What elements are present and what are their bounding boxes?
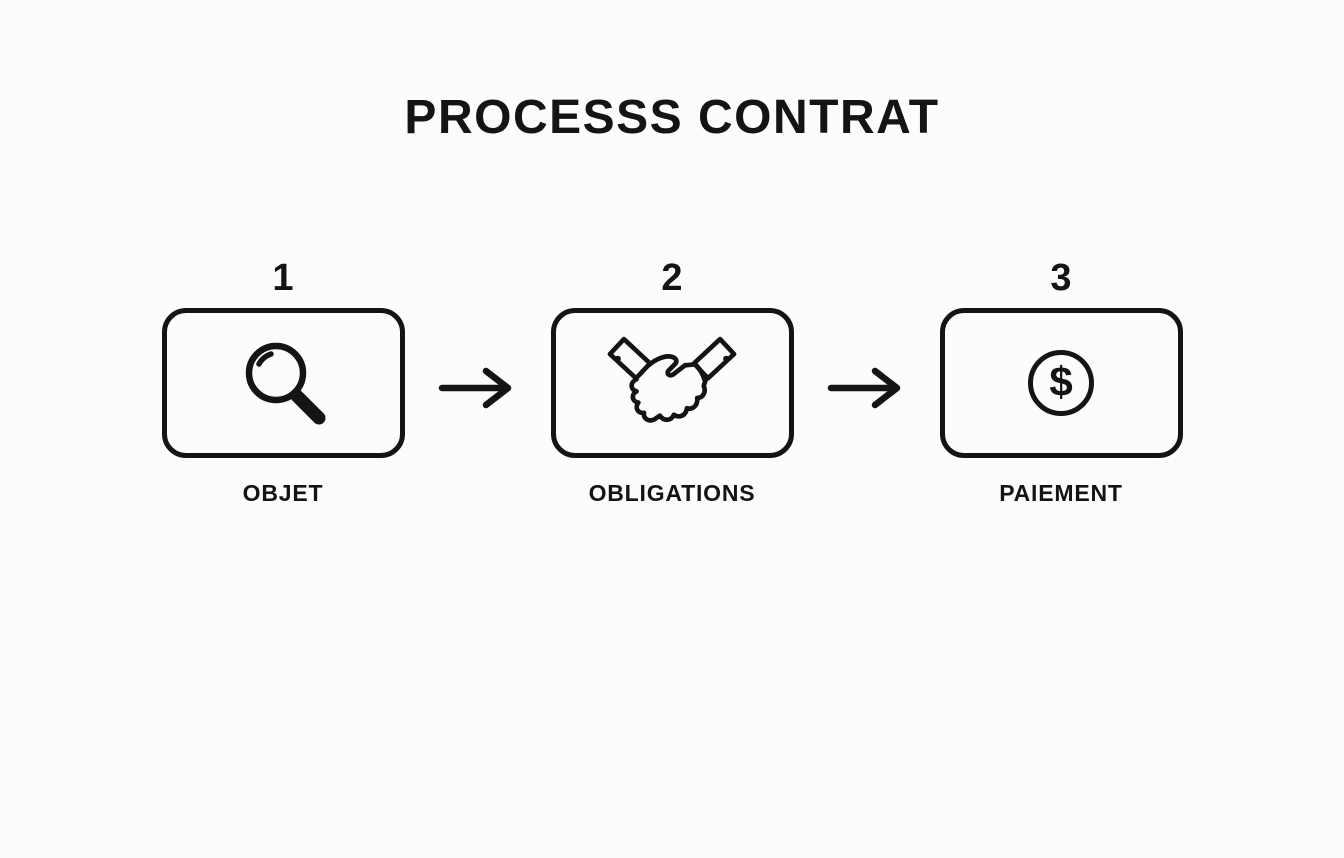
step-label: OBLIGATIONS xyxy=(588,480,756,506)
magnifier-icon xyxy=(232,335,334,431)
dollar-circle-icon: $ xyxy=(1028,350,1094,416)
step-number: 2 xyxy=(661,257,683,299)
process-diagram: PROCESSS CONTRAT 1 OBJET xyxy=(0,90,1344,858)
handshake-icon xyxy=(602,336,742,430)
flow-arrow-1 xyxy=(405,364,551,412)
step-number: 3 xyxy=(1050,257,1072,299)
step-number: 1 xyxy=(272,257,294,299)
step-label: OBJET xyxy=(242,480,324,506)
dollar-symbol: $ xyxy=(1049,358,1073,405)
step-box-objet xyxy=(161,308,405,458)
arrow-right-icon xyxy=(827,364,907,412)
process-flow: 1 OBJET 2 xyxy=(0,259,1344,507)
step-paiement: 3 $ PAIEMENT xyxy=(939,257,1183,507)
flow-arrow-2 xyxy=(794,364,940,412)
page-title: PROCESSS CONTRAT xyxy=(404,91,940,144)
arrow-right-icon xyxy=(438,364,518,412)
step-label: PAIEMENT xyxy=(999,480,1123,506)
step-box-paiement: $ xyxy=(939,308,1183,458)
step-box-obligations xyxy=(550,308,794,458)
step-obligations: 2 xyxy=(550,257,794,507)
step-objet: 1 OBJET xyxy=(161,257,405,507)
